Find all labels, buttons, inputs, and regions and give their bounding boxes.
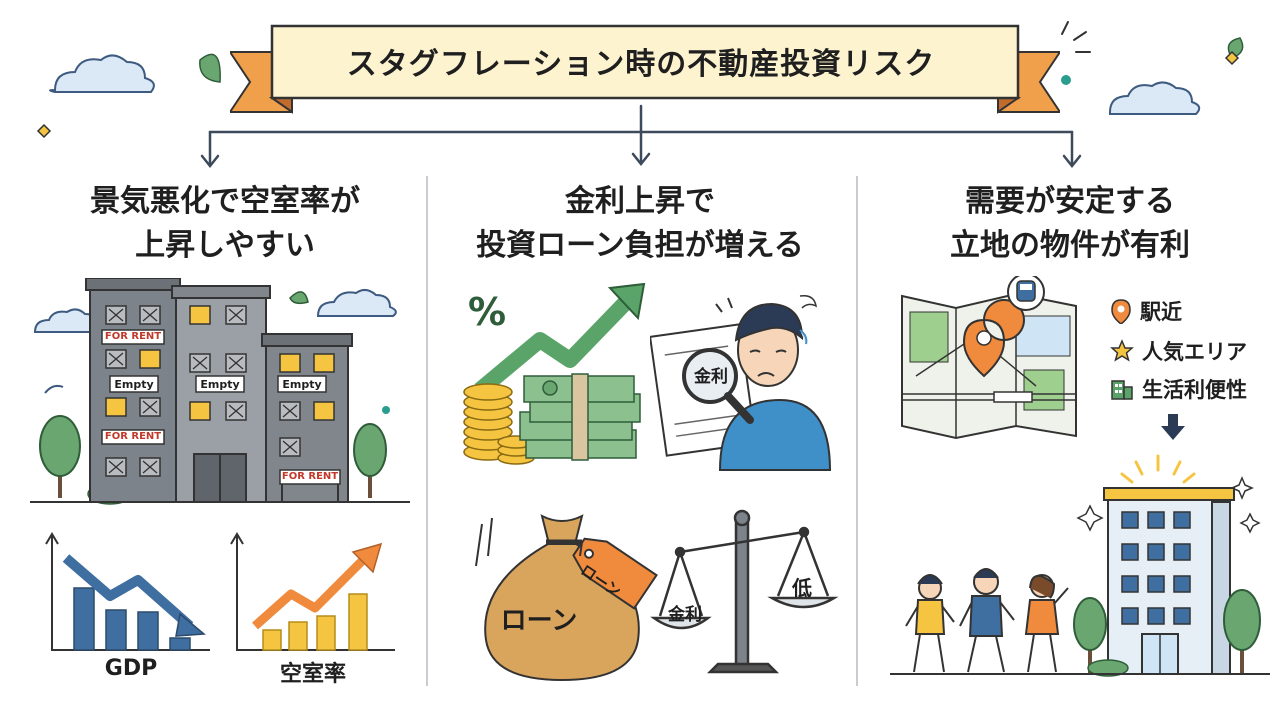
vacancy-mini-chart	[230, 532, 395, 651]
leaf-icon	[199, 37, 1244, 305]
balance-scale-illustration	[650, 509, 839, 674]
vacancy-rate-label: 空室率	[279, 662, 346, 687]
map-illustration	[901, 276, 1077, 440]
column-2-heading-line1: 金利上昇で	[565, 184, 715, 219]
loan-bag-illustration	[475, 514, 658, 682]
legend-label: 人気エリア	[1142, 340, 1247, 364]
empty-label: Empty	[114, 378, 154, 391]
column-divider	[856, 176, 858, 686]
tree-icon	[353, 423, 387, 498]
vacant-buildings-illustration	[30, 278, 410, 505]
gdp-label: GDP	[104, 656, 158, 681]
star-icon	[1110, 339, 1134, 362]
for-rent-sign: FOR RENT	[104, 331, 162, 342]
legend-near-station: 駅近	[1110, 296, 1182, 326]
column-1-heading-line1: 景気悪化で空室率が	[90, 184, 360, 219]
tree-icon	[39, 415, 81, 498]
empty-label: Empty	[200, 378, 240, 391]
sparkle-icon	[1224, 50, 1240, 66]
gdp-mini-chart	[45, 532, 210, 651]
cloud-icon	[1109, 81, 1201, 115]
cloud-icon	[316, 289, 397, 317]
gdp-bar	[105, 609, 127, 651]
cloud-icon	[49, 54, 155, 93]
column-3-heading: 需要が安定する 立地の物件が有利	[870, 180, 1270, 268]
gdp-bar	[169, 637, 191, 651]
vacancy-bar	[316, 615, 336, 651]
burst-lines-icon	[1061, 21, 1091, 53]
popular-property-illustration	[890, 454, 1270, 677]
sparkle-icon	[1239, 512, 1261, 534]
sparkle-icon	[1076, 504, 1104, 532]
worried-person-illustration	[650, 294, 832, 471]
person-icon	[905, 574, 955, 673]
column-2-heading-line2: 投資ローン負担が増える	[476, 228, 804, 263]
vacancy-bar	[288, 621, 308, 651]
vacancy-bar	[348, 593, 368, 651]
column-2-heading: 金利上昇で 投資ローン負担が増える	[440, 180, 840, 268]
for-rent-sign: FOR RENT	[281, 471, 339, 482]
location-pin-icon	[1111, 299, 1131, 324]
person-icon	[959, 568, 1015, 673]
location-pin-icon	[962, 299, 1025, 378]
for-rent-sign: FOR RENT	[104, 431, 162, 442]
tree-icon	[1223, 589, 1261, 674]
loan-bag-text: ローン	[500, 606, 578, 636]
up-trend-arrow	[252, 554, 369, 630]
coin-stack-icon	[463, 383, 535, 465]
legend-popular-area: 人気エリア	[1110, 336, 1247, 366]
person-icon	[1024, 574, 1069, 673]
empty-label: Empty	[282, 378, 322, 391]
legend-convenience: 生活利便性	[1110, 374, 1247, 404]
title-ribbon	[230, 24, 1060, 114]
column-3-heading-line2: 立地の物件が有利	[950, 228, 1190, 263]
legend-label: 駅近	[1140, 300, 1182, 324]
dot-icon	[1061, 75, 1071, 85]
percent-sign: %	[468, 290, 507, 334]
sparkle-icon	[36, 123, 52, 139]
legend-label: 生活利便性	[1142, 378, 1247, 402]
gdp-bar	[73, 587, 95, 651]
connector-arrows	[200, 104, 1082, 169]
building-icon	[1111, 380, 1133, 400]
gdp-bar	[137, 611, 159, 651]
down-trend-arrow	[62, 554, 194, 630]
scale-interest-text: 金利	[668, 605, 702, 625]
banknote-stack-icon	[519, 373, 641, 461]
sparkle-icon	[1230, 476, 1254, 500]
column-3-heading-line1: 需要が安定する	[965, 184, 1175, 219]
rising-money-illustration	[463, 282, 646, 465]
column-1-heading-line2: 上昇しやすい	[135, 228, 315, 263]
magnifier-interest-text: 金利	[694, 367, 728, 387]
scale-low-text: 低	[792, 576, 812, 600]
page-title: スタグフレーション時の不動産投資リスク	[346, 47, 936, 82]
vacancy-bar	[262, 629, 282, 651]
column-1-heading: 景気悪化で空室率が 上昇しやすい	[40, 180, 410, 268]
down-arrow-icon	[1161, 414, 1185, 440]
tree-icon	[1073, 597, 1107, 674]
column-divider	[426, 176, 428, 686]
